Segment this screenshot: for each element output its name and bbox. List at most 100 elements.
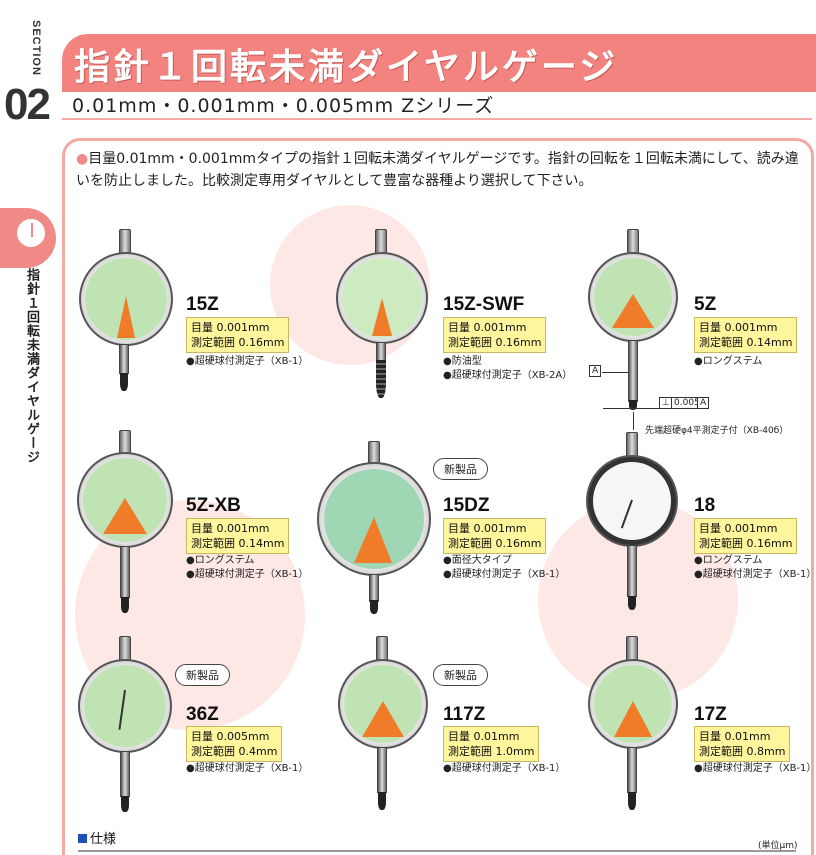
contact-point xyxy=(121,796,129,812)
spec-range: 測定範囲 1.0mm xyxy=(448,745,535,758)
product-notes: ●超硬球付測定子（XB-1） xyxy=(443,762,565,776)
product-name: 15Z xyxy=(186,294,219,315)
tip-note: 先端超硬φ4平測定子付（XB-40б） xyxy=(645,426,789,436)
table-top-rule xyxy=(78,850,796,852)
range-wedge xyxy=(354,517,392,563)
product-name: 36Z xyxy=(186,704,219,725)
spec-range: 測定範囲 0.14mm xyxy=(191,537,285,550)
new-product-badge: 新製品 xyxy=(433,458,488,480)
product-notes: ●超硬球付測定子（XB-1） xyxy=(694,762,816,776)
page-subtitle: 0.01mm・0.001mm・0.005mm Zシリーズ xyxy=(72,95,495,117)
range-wedge xyxy=(614,701,652,737)
note: ●ロングステム xyxy=(694,356,763,367)
range-wedge xyxy=(103,498,147,534)
product-notes: ●超硬球付測定子（XB-1） xyxy=(186,762,308,776)
spec-range: 測定範囲 0.16mm xyxy=(191,336,285,349)
note: ●面径大タイプ xyxy=(443,555,512,566)
product-notes: ●ロングステム ●超硬球付測定子（XB-1） xyxy=(186,554,308,582)
stem-bottom xyxy=(377,747,387,793)
note: ●ロングステム xyxy=(694,555,763,566)
range-wedge xyxy=(612,294,654,328)
range-wedge xyxy=(372,298,392,336)
note: ●ロングステム xyxy=(186,555,255,566)
stem-bottom xyxy=(627,545,637,597)
stem-bottom xyxy=(628,340,638,402)
bullet-icon: ● xyxy=(76,151,89,167)
section-number: 02 xyxy=(4,80,51,129)
spec-graduation: 目量 0.001mm xyxy=(699,522,778,535)
spec-box: 目量 0.001mm 測定範囲 0.16mm xyxy=(443,518,547,554)
spec-box: 目量 0.01mm 測定範囲 1.0mm xyxy=(443,726,540,762)
spec-box: 目量 0.001mm 測定範囲 0.16mm xyxy=(443,317,547,353)
note: ●防油型 xyxy=(443,356,482,367)
contact-point xyxy=(121,597,129,613)
tolerance-datum: A xyxy=(697,397,710,409)
unit-note: (単位μm) xyxy=(758,841,798,851)
spec-graduation: 目量 0.01mm xyxy=(448,730,520,743)
spec-box: 目量 0.001mm 測定範囲 0.14mm xyxy=(694,317,798,353)
note: ●超硬球付測定子（XB-1） xyxy=(443,569,566,580)
product-name: 15DZ xyxy=(443,495,490,516)
title-band xyxy=(62,34,816,92)
note: ●超硬球付測定子（XB-1） xyxy=(186,356,309,367)
note: ●超硬球付測定子（XB-1） xyxy=(694,763,816,774)
spec-graduation: 目量 0.01mm xyxy=(699,730,771,743)
intro-body: 目量0.01mm・0.001mmタイプの指針１回転未満ダイヤルゲージです。指針の… xyxy=(76,151,799,189)
spec-range: 測定範囲 0.4mm xyxy=(191,745,278,758)
spec-range: 測定範囲 0.16mm xyxy=(448,537,542,550)
stem-bottom xyxy=(120,751,130,797)
dial-gauge-icon xyxy=(14,216,48,250)
spec-graduation: 目量 0.001mm xyxy=(448,321,527,334)
spec-range: 測定範囲 0.16mm xyxy=(699,537,793,550)
new-product-badge: 新製品 xyxy=(175,664,230,686)
section-rail: SECTION 02 xyxy=(0,0,60,855)
product-name: 117Z xyxy=(443,704,486,725)
product-notes: ●ロングステム ●超硬球付測定子（XB-1） xyxy=(694,554,816,582)
intro-text: ●目量0.01mm・0.001mmタイプの指針１回転未満ダイヤルゲージです。指針… xyxy=(76,148,806,192)
spec-range: 測定範囲 0.16mm xyxy=(448,336,542,349)
spec-graduation: 目量 0.001mm xyxy=(699,321,778,334)
product-notes: ●超硬球付測定子（XB-1） xyxy=(186,355,308,369)
note: ●超硬球付測定子（XB-1） xyxy=(694,569,816,580)
note: ●超硬球付測定子（XB-1） xyxy=(186,569,309,580)
spec-range: 測定範囲 0.14mm xyxy=(699,336,793,349)
stem-bottom xyxy=(376,342,386,362)
reference-line xyxy=(603,408,683,409)
note: ●超硬球付測定子（XB-2A） xyxy=(443,370,573,381)
stem-bottom xyxy=(627,747,637,793)
spec-graduation: 目量 0.001mm xyxy=(448,522,527,535)
dial-face xyxy=(84,665,166,747)
spec-box: 目量 0.01mm 測定範囲 0.8mm xyxy=(694,726,791,762)
stem-bottom xyxy=(119,344,129,374)
spec-heading-label: 仕様 xyxy=(90,832,117,847)
stem-bottom xyxy=(369,574,379,602)
product-notes: ●ロングステム xyxy=(694,355,762,369)
range-wedge xyxy=(362,701,404,737)
section-label: SECTION xyxy=(30,20,42,76)
page-title: 指針１回転未満ダイヤルゲージ xyxy=(74,47,619,88)
product-name: 17Z xyxy=(694,704,727,725)
spec-graduation: 目量 0.001mm xyxy=(191,522,270,535)
product-notes: ●面径大タイプ ●超硬球付測定子（XB-1） xyxy=(443,554,565,582)
product-name: 18 xyxy=(694,495,716,516)
spec-range: 測定範囲 0.8mm xyxy=(699,745,786,758)
contact-point xyxy=(628,596,636,610)
product-notes: ●防油型 ●超硬球付測定子（XB-2A） xyxy=(443,355,572,383)
note: ●超硬球付測定子（XB-1） xyxy=(443,763,566,774)
note: ●超硬球付測定子（XB-1） xyxy=(186,763,309,774)
product-name: 5Z-XB xyxy=(186,495,241,516)
contact-point xyxy=(629,400,637,410)
spec-box: 目量 0.001mm 測定範囲 0.16mm xyxy=(694,518,798,554)
stem-bottom xyxy=(120,546,130,598)
contact-point xyxy=(120,373,128,391)
side-tab-label: 指針１回転未満ダイヤルゲージ xyxy=(24,268,39,464)
product-name: 15Z-SWF xyxy=(443,294,525,315)
leader-line xyxy=(633,412,634,430)
spec-graduation: 目量 0.005mm xyxy=(191,730,270,743)
contact-point xyxy=(378,792,386,810)
new-product-badge: 新製品 xyxy=(433,664,488,686)
spec-heading: 仕様 xyxy=(78,828,116,847)
square-bullet-icon xyxy=(78,834,87,843)
contact-point xyxy=(628,792,636,810)
